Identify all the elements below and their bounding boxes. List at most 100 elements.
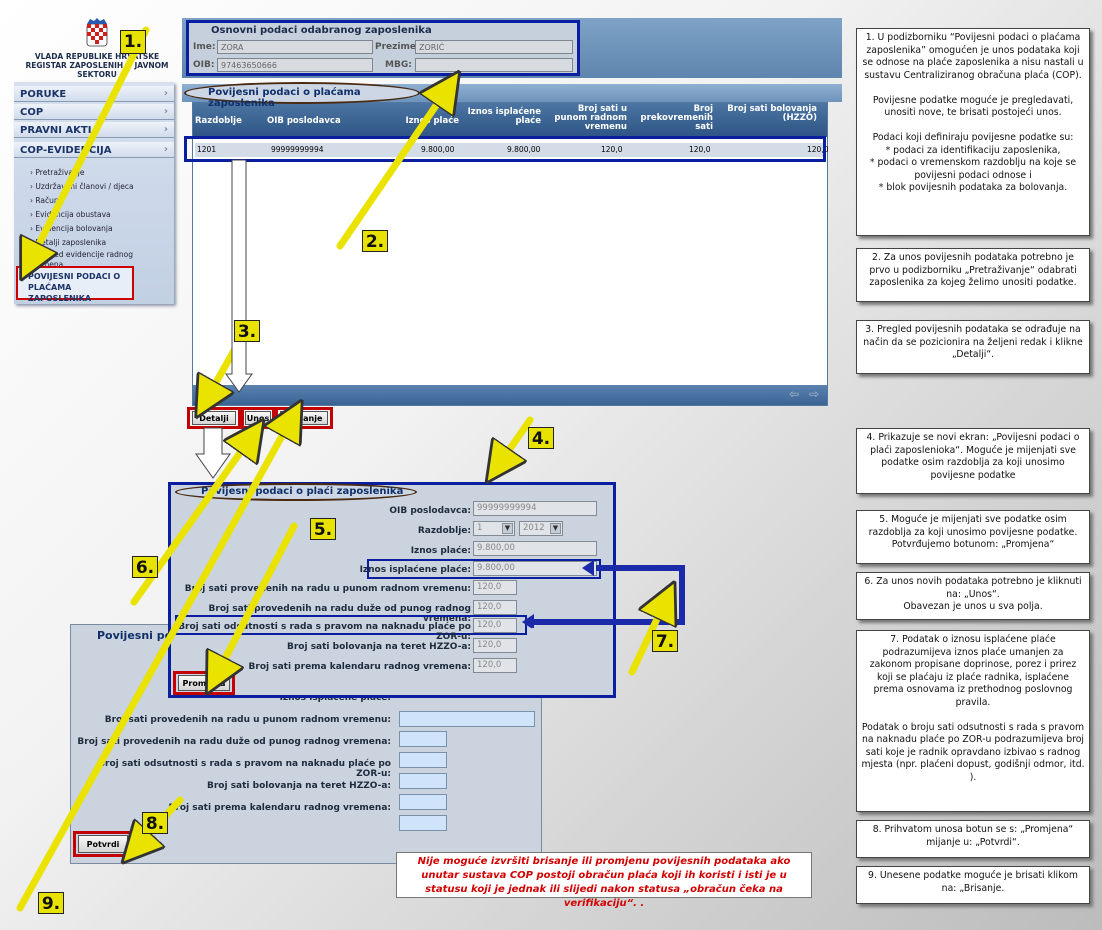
detail-odsutnost-label: Broj sati odsutnosti s rada s pravom na … [178,622,471,642]
history-grid: Razdoblje OIB poslodavca Iznos plaće Izn… [192,102,828,406]
arrow-1 [30,26,150,262]
callout-4: 4. Prikazuje se novi ekran: „Povijesni p… [856,428,1090,494]
col-iznos-isplacene: Iznos isplaćene plaće [467,107,541,126]
detail-panel-title: Povijesni podaci o plaći zaposlenika [175,483,417,501]
cell-isplacene: 9.800,00 [507,145,541,154]
detail-iznos-input[interactable]: 9.800,00 [473,541,597,556]
arrow-7 [628,600,666,676]
callout-9: 9. Unesene podatke moguće je brisati kli… [856,866,1090,904]
callout-6: 6. Za unos novih podataka potrebno je kl… [856,572,1090,620]
menu-label: COP-EVIDENCIJA [20,145,112,156]
chevron-right-icon: › [163,124,168,135]
detail-year-select[interactable]: 2012▼ [519,521,563,536]
menu-item-cop[interactable]: COP› [14,104,174,120]
grid-footer: ⇦ ⇨ [193,385,827,405]
menu-item-cop-evidencija[interactable]: COP-EVIDENCIJA› [14,142,174,158]
entry-isplacene-label: Iznos isplaćene plaće: [279,693,391,703]
menu-label: COP [20,107,44,118]
detail-odsutnost-input[interactable]: 120,0 [473,618,517,633]
government-header: VLADA REPUBLIKE HRVATSKE REGISTAR ZAPOSL… [12,18,182,79]
callout-8: 8. Prihvatom unosa botun se s: „Promjena… [856,820,1090,858]
chevron-right-icon: › [163,88,168,99]
callout-5: 5. Moguće je mijenjati sve podatke osim … [856,510,1090,564]
detail-isplacene-label: Iznos isplaćene plaće: [359,565,471,575]
arrow-9 [16,418,292,912]
step-number-1: 1. [120,30,146,54]
submenu-bolovanja[interactable]: › Evidencija bolovanja [30,224,113,233]
ime-label: Ime: [193,42,216,52]
submenu-label: Evidencija obustava [35,210,111,219]
arrow-left-icon[interactable]: ⇦ [788,387,799,401]
callout-3: 3. Pregled povijesnih podataka se odrađu… [856,320,1090,374]
col-iznos-place: Iznos plaće [405,116,459,126]
selected-row-highlight [184,136,826,162]
sidebar-menu: PORUKE› COP› PRAVNI AKTI› COP-EVIDENCIJA… [14,82,174,304]
oib-label: OIB: [193,60,215,70]
arrow-2 [336,88,448,250]
step-number-3: 3. [234,320,260,342]
detail-oib-input[interactable]: 99999999994 [473,501,597,516]
callout-1: 1. U podizborniku “Povijesni podaci o pl… [856,28,1090,236]
cell-puno: 120,0 [601,145,623,154]
col-puno-vrijeme: Broj sati u punom radnom vremenu [554,104,627,132]
history-title: Povijesni podaci o plaćama zaposlenika [184,82,420,109]
detail-duze-label: Broj sati provedenih na radu duže od pun… [208,604,471,624]
submenu-pretrazivanje[interactable]: › Pretraživanje [30,168,85,177]
ime-field[interactable]: ZORA [217,40,373,54]
chevron-down-icon: ▼ [502,523,513,534]
submenu-racuni[interactable]: › Računi [30,196,61,205]
arrow-4 [498,416,534,466]
step-number-4: 4. [528,427,554,449]
menu-item-poruke[interactable]: PORUKE› [14,86,174,102]
entry-kalendar-input[interactable] [399,815,447,831]
warning-notice: Nije moguće izvršiti brisanje ili promje… [396,852,812,909]
government-line1: VLADA REPUBLIKE HRVATSKE [34,52,160,61]
prezime-field[interactable]: ZORIĆ [415,40,573,54]
detail-kalendar-label: Broj sati prema kalendaru radnog vremena… [248,662,471,672]
submenu-label: Pretraživanje [35,168,85,177]
employee-info-panel: Osnovni podaci odabranog zaposlenika Ime… [186,20,580,76]
entry-duze-label: Broj sati provedenih na radu duže od pun… [77,737,391,747]
entry-odsutnost-label: Broj sati odsutnosti s rada s pravom na … [98,759,391,779]
prezime-label: Prezime: [375,42,420,52]
submenu-active-label: POVIJESNI PODACI O PLAĆAMA ZAPOSLENIKA [28,272,121,303]
callout-2: 2. Za unos povijesnih podataka potrebno … [856,248,1090,302]
detail-duze-input[interactable]: 120,0 [473,600,517,615]
entry-bolovanje-input[interactable] [399,794,447,810]
entry-duze-input[interactable] [399,752,447,768]
entry-panel-title: Povijesni po [97,629,173,642]
menu-label: PRAVNI AKTI [20,125,92,136]
detail-iznos-label: Iznos plaće: [410,546,471,556]
entry-puno-input[interactable] [399,731,447,747]
oib-field[interactable]: 97463650666 [217,58,373,72]
callout-7: 7. Podatak o iznosu isplaćene plaće podr… [856,630,1090,812]
arrow-right-icon[interactable]: ⇨ [808,387,819,401]
cell-iznos: 9.800,00 [421,145,455,154]
detail-kalendar-input[interactable]: 120,0 [473,658,517,673]
submenu-obustave[interactable]: › Evidencija obustava [30,210,111,219]
step-number-9: 9. [38,892,64,914]
annotation-arrows [16,26,850,912]
entry-puno-label: Broj sati provedenih na radu u punom rad… [104,715,391,725]
col-bolovanje: Broj sati bolovanja (HZZO) [727,104,817,123]
detail-bolovanje-input[interactable]: 120,0 [473,638,517,653]
government-line2: REGISTAR ZAPOSLENIH U JAVNOM SEKTORU [25,61,169,79]
submenu-label: Evidencija bolovanja [35,224,113,233]
submenu-label: Računi [35,196,61,205]
col-oib-poslodavca: OIB poslodavca [267,116,341,126]
detail-month-select[interactable]: 1▼ [473,521,515,536]
entry-isplacene-input[interactable] [399,711,535,727]
step-number-8: 8. [142,812,168,834]
grid-header: Razdoblje OIB poslodavca Iznos plaće Izn… [193,103,827,137]
cell-razdoblje: 1201 [197,145,217,154]
col-razdoblje: Razdoblje [195,116,242,126]
entry-bolovanje-label: Broj sati bolovanja na teret HZZO-a: [207,781,391,791]
detail-puno-input[interactable]: 120,0 [473,580,517,595]
white-arrow-down-icon [195,427,231,479]
entry-odsutnost-input[interactable] [399,773,447,789]
col-prekovremeni: Broj prekovremenih sati [640,104,713,132]
table-row[interactable]: 1201 99999999994 9.800,00 9.800,00 120,0… [195,143,829,157]
submenu-uzdrzavani[interactable]: › Uzdržavani članovi / djeca [30,182,134,191]
submenu-label: Uzdržavani članovi / djeca [35,182,134,191]
cell-bolovanje: 120,0 [807,145,829,154]
